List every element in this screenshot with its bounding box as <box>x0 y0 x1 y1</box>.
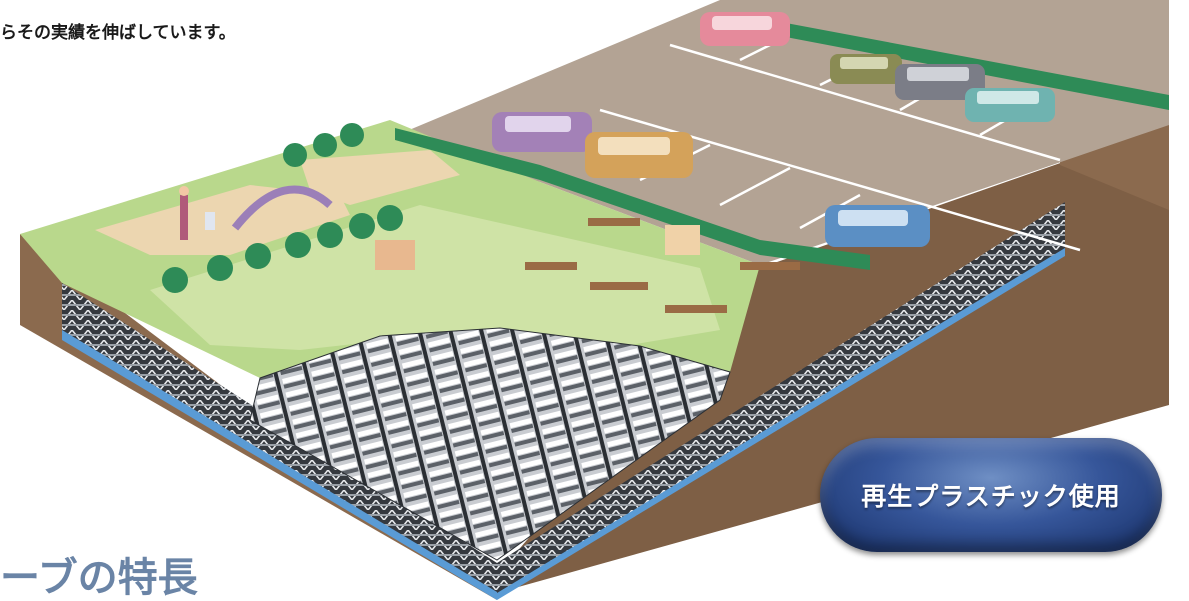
sandbox-area <box>95 185 350 255</box>
car <box>965 88 1055 122</box>
storage-layer-left <box>62 283 497 600</box>
trees <box>162 123 403 293</box>
storage-grid-cutaway <box>249 327 731 561</box>
car <box>895 64 985 100</box>
inner-lawn <box>150 205 720 350</box>
benches <box>525 218 800 313</box>
car <box>700 12 790 46</box>
playground-arch <box>231 185 333 231</box>
car <box>830 54 902 84</box>
badge-label: 再生プラスチック使用 <box>861 482 1121 511</box>
car <box>585 132 693 178</box>
car <box>492 112 592 152</box>
car <box>825 205 930 247</box>
sandbox-area-2 <box>300 150 460 205</box>
people <box>179 186 700 270</box>
intro-text: らその実績を伸ばしています。 <box>0 23 236 43</box>
section-heading: ーブの特長 <box>0 554 198 601</box>
storage-layer-right <box>497 202 1065 600</box>
recycled-plastic-badge: 再生プラスチック使用 <box>820 438 1162 552</box>
